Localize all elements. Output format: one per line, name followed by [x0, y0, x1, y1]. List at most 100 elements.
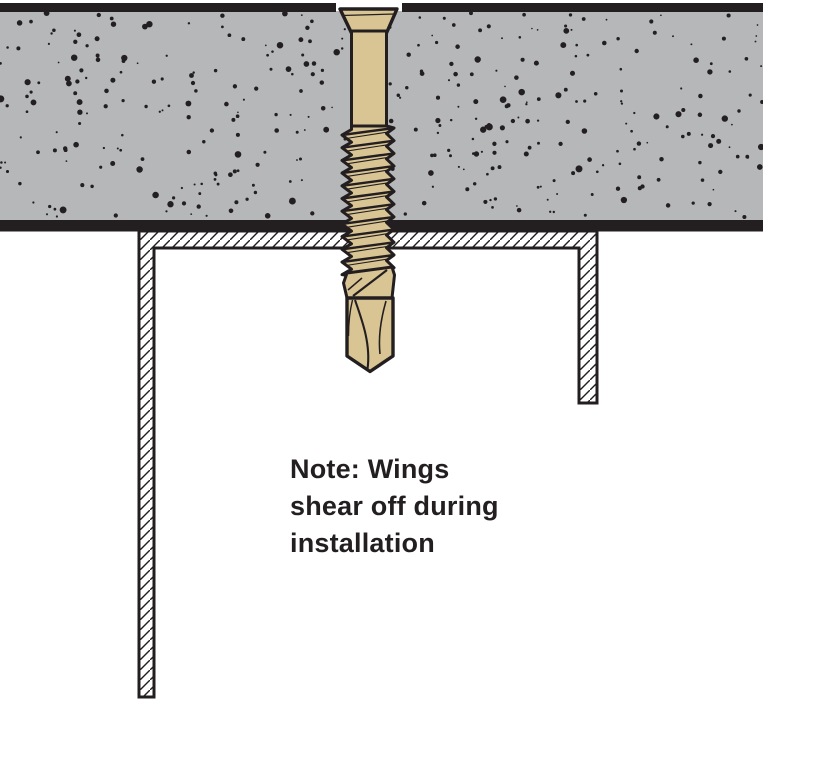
- speckle-dot: [320, 68, 325, 73]
- drill-flute-line-3: [347, 299, 354, 337]
- speckle-dot: [303, 61, 310, 67]
- speckle-dot: [413, 127, 418, 132]
- speckle-dot: [75, 79, 80, 84]
- speckle-dot: [660, 14, 662, 17]
- thread-crest-line: [341, 164, 395, 175]
- speckle-dot: [433, 153, 437, 157]
- speckle-dot: [462, 168, 465, 171]
- speckle-dot: [707, 201, 712, 207]
- speckle-dot: [510, 118, 516, 124]
- speckle-dot: [43, 11, 50, 16]
- speckle-dot: [78, 121, 82, 126]
- speckle-dot: [473, 151, 480, 157]
- speckle-dot: [340, 47, 344, 50]
- speckle-dot: [55, 131, 58, 134]
- drill-point: [345, 296, 395, 374]
- speckle-dot: [620, 89, 623, 93]
- speckle-dot: [492, 150, 497, 155]
- speckle-dot: [274, 128, 280, 133]
- speckle-dot: [77, 109, 83, 115]
- speckle-dot: [271, 50, 274, 53]
- speckle-dot: [504, 85, 506, 88]
- speckle-dot: [552, 210, 555, 214]
- speckle-dot: [630, 129, 633, 133]
- speckle-dot: [57, 61, 60, 64]
- speckle-dot: [447, 148, 451, 153]
- speckle-dot: [282, 11, 288, 17]
- screw-shank: [350, 29, 388, 130]
- speckle-dot: [698, 93, 703, 99]
- speckle-dot: [665, 203, 671, 208]
- speckle-dot: [435, 95, 441, 100]
- speckle-dot: [213, 178, 217, 181]
- speckle-dot: [5, 104, 9, 108]
- speckle-dot: [121, 133, 124, 137]
- speckle-dot: [536, 97, 541, 101]
- speckle-dot: [300, 179, 303, 182]
- speckle-dot: [499, 96, 507, 104]
- speckle-dot: [96, 57, 100, 61]
- thread-crest-line: [341, 139, 395, 149]
- speckle-dot: [235, 114, 240, 119]
- speckle-dot: [691, 201, 695, 205]
- speckle-dot: [601, 164, 605, 167]
- speckle-dot: [220, 13, 225, 18]
- speckle-dot: [255, 162, 260, 167]
- speckle-dot: [52, 28, 56, 33]
- speckle-dot: [431, 185, 435, 188]
- speckle-dot: [24, 79, 31, 86]
- speckle-dot: [493, 197, 498, 201]
- speckle-dot: [620, 196, 628, 204]
- speckle-dot: [653, 113, 660, 120]
- speckle-dot: [442, 16, 446, 20]
- speckle-dot: [555, 92, 562, 99]
- speckle-dot: [0, 95, 5, 103]
- speckle-dot: [431, 34, 434, 37]
- speckle-dot: [73, 91, 78, 96]
- speckle-dot: [30, 99, 37, 106]
- speckle-dot: [558, 141, 563, 147]
- speckle-dot: [37, 81, 41, 85]
- speckle-dot: [242, 98, 245, 101]
- speckle-dot: [686, 131, 691, 136]
- speckle-dot: [308, 39, 312, 44]
- speckle-dot: [85, 76, 88, 80]
- speckle-dot: [331, 106, 333, 109]
- speckle-dot: [119, 148, 123, 152]
- speckle-dot: [756, 164, 763, 170]
- speckle-dot: [296, 159, 298, 161]
- thread-crest-line: [341, 228, 395, 238]
- thread-crest-line: [341, 190, 395, 200]
- speckle-dot: [319, 80, 325, 85]
- speckle-dot: [16, 20, 23, 26]
- speckle-dot: [228, 172, 233, 178]
- speckle-dot: [499, 125, 505, 131]
- speckle-dot: [536, 29, 539, 31]
- speckle-dot: [457, 105, 460, 108]
- speckle-dot: [527, 145, 532, 150]
- speckle-dot: [708, 143, 714, 149]
- speckle-dot: [435, 117, 441, 124]
- speckle-dot: [264, 44, 267, 47]
- speckle-dot: [90, 184, 94, 189]
- speckle-dot: [505, 140, 509, 144]
- speckle-dot: [523, 151, 529, 157]
- speckle-dot: [264, 213, 271, 219]
- speckle-dot: [575, 43, 578, 47]
- speckle-dot: [533, 60, 539, 66]
- speckle-dot: [483, 199, 488, 204]
- slab-top-edge-left: [0, 3, 336, 12]
- note-line-3: installation: [290, 528, 435, 558]
- speckle-dot: [744, 56, 749, 61]
- speckle-dot: [140, 157, 145, 161]
- speckle-dot: [754, 40, 757, 43]
- speckle-dot: [451, 23, 456, 27]
- speckle-dot: [274, 112, 278, 117]
- speckle-dot: [209, 128, 215, 133]
- speckle-dot: [756, 24, 759, 26]
- speckle-dot: [227, 33, 232, 38]
- speckle-dot: [492, 141, 497, 146]
- speckle-dot: [469, 72, 474, 77]
- speckle-dot: [418, 16, 422, 19]
- speckle-dot: [716, 138, 722, 144]
